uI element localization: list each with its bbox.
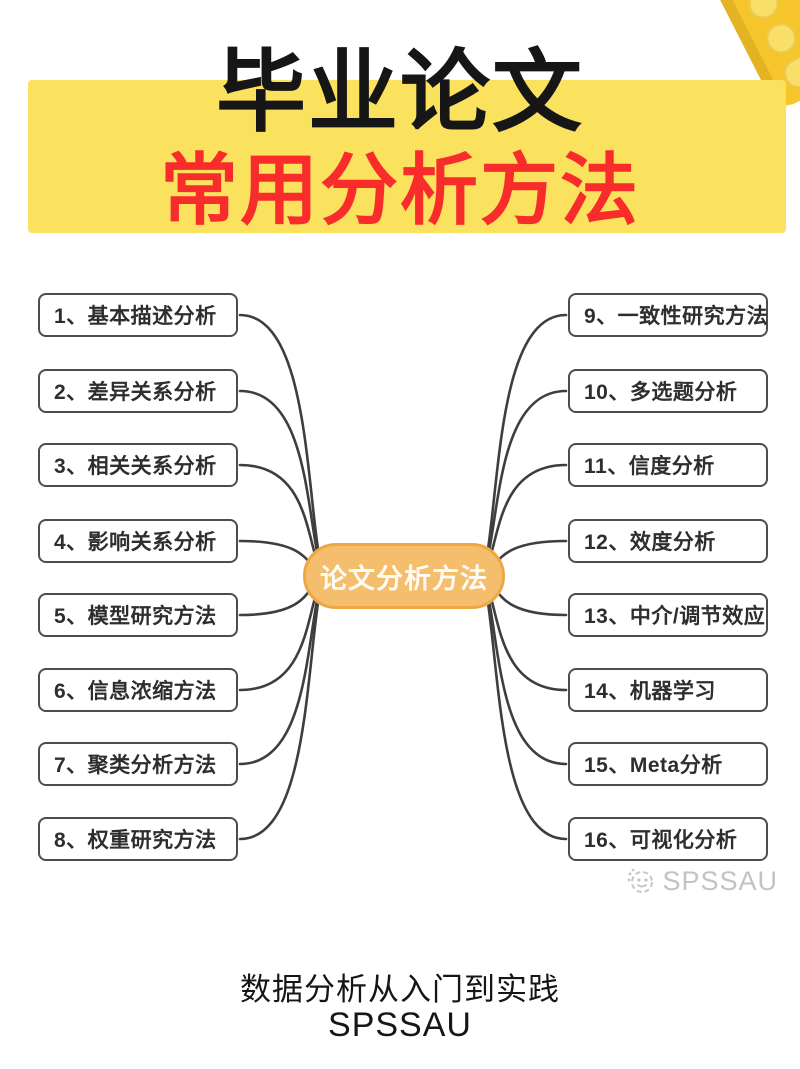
mindmap-node-right-10: 10、多选题分析 bbox=[568, 369, 768, 413]
mindmap-node-left-1: 1、基本描述分析 bbox=[38, 293, 238, 337]
connector-line bbox=[486, 463, 568, 566]
connector-line bbox=[486, 313, 568, 551]
calculator-key bbox=[778, 0, 800, 7]
spssau-logo-icon bbox=[628, 868, 654, 893]
mindmap-node-left-6: 6、信息浓缩方法 bbox=[38, 668, 238, 712]
mindmap-node-right-12: 12、效度分析 bbox=[568, 519, 768, 563]
mindmap-node-right-16: 16、可视化分析 bbox=[568, 817, 768, 861]
footer-caption: 数据分析从入门到实践 bbox=[240, 972, 560, 1007]
mindmap-node-right-15: 15、Meta分析 bbox=[568, 742, 768, 786]
connector-line bbox=[486, 593, 568, 766]
calculator-key bbox=[795, 0, 800, 41]
connector-line bbox=[238, 389, 320, 558]
connector-line bbox=[486, 601, 568, 841]
connector-line bbox=[238, 601, 320, 841]
watermark-text: SPSSAU bbox=[662, 865, 778, 896]
connector-line bbox=[238, 313, 320, 551]
mindmap-node-left-2: 2、差异关系分析 bbox=[38, 369, 238, 413]
page-title-line1: 毕业论文 bbox=[216, 43, 584, 143]
connector-line bbox=[238, 463, 320, 566]
mindmap-node-left-4: 4、影响关系分析 bbox=[38, 519, 238, 563]
connector-line bbox=[486, 389, 568, 558]
mindmap-node-left-5: 5、模型研究方法 bbox=[38, 593, 238, 637]
mindmap-node-right-14: 14、机器学习 bbox=[568, 668, 768, 712]
connector-line bbox=[238, 586, 320, 692]
mindmap-node-right-11: 11、信度分析 bbox=[568, 443, 768, 487]
mindmap-node-left-3: 3、相关关系分析 bbox=[38, 443, 238, 487]
mindmap-center-node: 论文分析方法 bbox=[303, 543, 505, 609]
watermark: SPSSAU bbox=[626, 866, 778, 896]
title-highlight-band bbox=[28, 80, 786, 233]
mindmap-node-right-9: 9、一致性研究方法 bbox=[568, 293, 768, 337]
connector-line bbox=[486, 586, 568, 692]
mindmap-node-left-7: 7、聚类分析方法 bbox=[38, 742, 238, 786]
connector-line bbox=[238, 593, 320, 766]
page-title-line2: 常用分析方法 bbox=[159, 146, 640, 234]
mindmap-node-right-13: 13、中介/调节效应 bbox=[568, 593, 768, 637]
mindmap-node-left-8: 8、权重研究方法 bbox=[38, 817, 238, 861]
calculator-key bbox=[743, 0, 784, 24]
footer-brand: SPSSAU bbox=[328, 1006, 472, 1044]
